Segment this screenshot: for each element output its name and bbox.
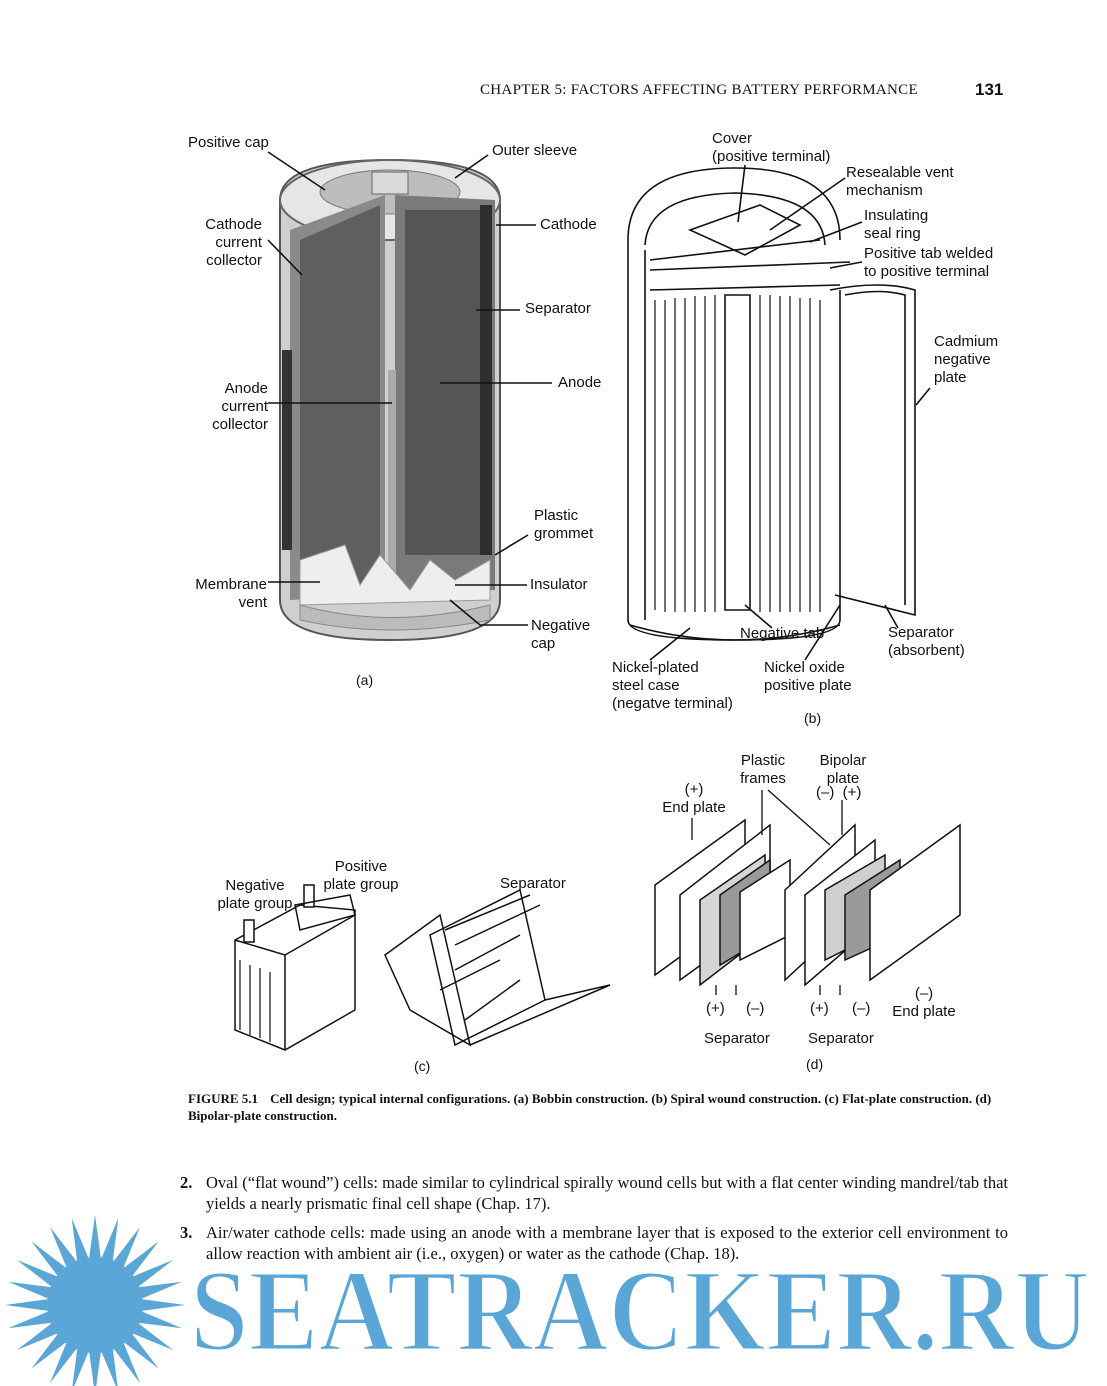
label-nickel-oxide: Nickel oxide positive plate bbox=[764, 659, 852, 694]
watermark-text: SEATRACKER.RU bbox=[190, 1245, 1090, 1376]
page-header: CHAPTER 5: FACTORS AFFECTING BATTERY PER… bbox=[0, 80, 1107, 104]
sun-ray bbox=[5, 1299, 48, 1311]
figure-a-sublabel: (a) bbox=[356, 672, 374, 688]
sun-ray bbox=[113, 1227, 140, 1267]
sun-ray bbox=[139, 1281, 182, 1299]
sun-ray bbox=[89, 1215, 101, 1258]
label-minus-1: (–) bbox=[746, 1000, 765, 1017]
numbered-list: 2. Oval (“flat wound”) cells: made simil… bbox=[180, 1172, 1008, 1272]
sun-ray bbox=[17, 1260, 57, 1287]
sun-ray bbox=[31, 1334, 66, 1369]
label-bipolar-plate: Bipolar plate bbox=[819, 752, 867, 787]
list-item-text: Oval (“flat wound”) cells: made similar … bbox=[206, 1173, 1008, 1213]
label-cathode-current-collector: Cathode current collector bbox=[205, 216, 262, 269]
label-plus-2: (+) bbox=[810, 1000, 829, 1017]
sun-ray bbox=[101, 1349, 118, 1386]
sun-ray bbox=[142, 1299, 185, 1311]
label-separator-d2: Separator bbox=[808, 1030, 874, 1047]
label-anode-current-collector: Anode current collector bbox=[212, 380, 268, 433]
sun-ray bbox=[133, 1260, 173, 1287]
figure-d-leaders bbox=[691, 789, 843, 995]
figure-a-leaders bbox=[267, 151, 552, 626]
label-vent-mechanism: Resealable vent mechanism bbox=[846, 164, 954, 199]
label-plastic-grommet: Plastic grommet bbox=[534, 507, 594, 542]
figure-b-leaders bbox=[649, 164, 931, 661]
list-item-number: 2. bbox=[180, 1173, 193, 1192]
label-separator-c: Separator bbox=[500, 875, 566, 892]
label-anode: Anode bbox=[558, 374, 602, 391]
sun-ray bbox=[124, 1334, 159, 1369]
sun-ray bbox=[31, 1241, 66, 1276]
label-insulator: Insulator bbox=[530, 576, 588, 593]
label-positive-cap: Positive cap bbox=[188, 134, 269, 151]
label-cathode: Cathode bbox=[540, 216, 597, 233]
label-minus-2: (–) bbox=[852, 1000, 871, 1017]
sun-ray bbox=[113, 1343, 140, 1383]
page-number: 131 bbox=[975, 80, 1004, 99]
label-positive-tab: Positive tab welded to positive terminal bbox=[864, 245, 994, 280]
sun-ray bbox=[71, 1218, 89, 1261]
list-item-number: 3. bbox=[180, 1223, 193, 1242]
label-cover: Cover (positive terminal) bbox=[712, 130, 831, 165]
flat-plate-drawing bbox=[234, 884, 611, 1051]
sun-logo-icon bbox=[5, 1215, 185, 1386]
list-item: 2. Oval (“flat wound”) cells: made simil… bbox=[180, 1172, 1008, 1214]
label-cadmium-plate: Cadmium negative plate bbox=[934, 333, 999, 386]
sun-disc bbox=[47, 1257, 143, 1353]
sun-ray bbox=[89, 1352, 101, 1386]
sun-ray bbox=[133, 1323, 173, 1350]
figure-caption-text: Cell design; typical internal configurat… bbox=[188, 1091, 992, 1123]
label-end-plate-left: (+) End plate bbox=[662, 781, 726, 816]
sun-ray bbox=[50, 1343, 77, 1383]
label-seal-ring: Insulating seal ring bbox=[864, 207, 929, 242]
label-separator-d1: Separator bbox=[704, 1030, 770, 1047]
sun-ray bbox=[50, 1227, 77, 1267]
spiral-cell-drawing bbox=[627, 167, 916, 641]
label-plastic-frames: Plastic frames bbox=[740, 752, 786, 787]
list-item: 3. Air/water cathode cells: made using a… bbox=[180, 1222, 1008, 1264]
label-end-plate-right: (–) End plate bbox=[892, 985, 956, 1020]
sun-ray bbox=[101, 1218, 119, 1261]
label-bipolar-signs: (–) (+) bbox=[816, 784, 862, 801]
figure-b-sublabel: (b) bbox=[804, 710, 822, 726]
label-separator-b: Separator (absorbent) bbox=[888, 624, 965, 659]
label-outer-sleeve: Outer sleeve bbox=[492, 142, 578, 159]
sun-ray bbox=[8, 1281, 51, 1299]
list-item-text: Air/water cathode cells: made using an a… bbox=[206, 1223, 1008, 1263]
label-membrane-vent: Membrane vent bbox=[195, 576, 267, 611]
label-negative-tab: Negative tab bbox=[740, 625, 825, 642]
figure-c-sublabel: (c) bbox=[414, 1058, 431, 1074]
label-separator-a: Separator bbox=[525, 300, 591, 317]
figure-number: FIGURE 5.1 bbox=[188, 1091, 259, 1106]
sun-ray bbox=[8, 1311, 51, 1329]
label-positive-plate-group: Positive plate group bbox=[323, 858, 399, 893]
sun-ray bbox=[139, 1311, 182, 1329]
chapter-title: CHAPTER 5: FACTORS AFFECTING BATTERY PER… bbox=[480, 82, 918, 98]
figure-d-sublabel: (d) bbox=[806, 1056, 824, 1072]
label-negative-cap: Negative cap bbox=[531, 617, 591, 652]
label-plus-1: (+) bbox=[706, 1000, 725, 1017]
watermark: SEATRACKER.RU bbox=[5, 1215, 1092, 1386]
sun-ray bbox=[72, 1349, 89, 1386]
label-steel-case: Nickel-plated steel case (negatve termin… bbox=[612, 659, 733, 712]
bobbin-cell-drawing bbox=[279, 158, 501, 642]
sun-ray bbox=[17, 1323, 57, 1350]
label-negative-plate-group: Negative plate group bbox=[217, 877, 293, 912]
bipolar-drawing bbox=[654, 818, 961, 987]
sun-ray bbox=[124, 1241, 159, 1276]
